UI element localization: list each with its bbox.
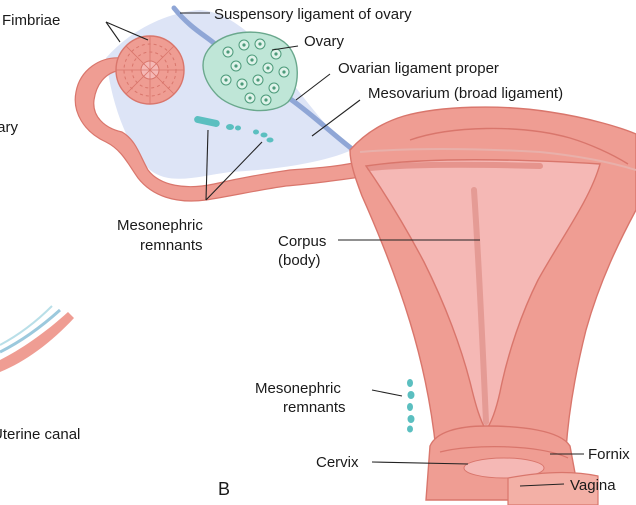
label-fornix: Fornix	[588, 446, 630, 463]
uterus	[350, 107, 636, 450]
label-ovary-left: Ovary	[0, 119, 19, 136]
label-mesonephric-upper-1: Mesonephric	[117, 217, 203, 234]
label-suspensory-ligament: Suspensory ligament of ovary	[214, 6, 412, 23]
label-fimbriae: Fimbriae	[2, 12, 60, 29]
panel-label: B	[218, 479, 230, 499]
label-cervix: Cervix	[316, 454, 359, 471]
left-partial-structure	[0, 306, 74, 372]
label-mesonephric-upper-2: remnants	[140, 237, 203, 254]
fimbriae	[116, 36, 184, 104]
label-corpus: Corpus	[278, 233, 326, 250]
label-mesonephric-lower-2: remnants	[283, 399, 346, 416]
label-mesonephric-lower-1: Mesonephric	[255, 380, 341, 397]
label-ovary: Ovary	[304, 33, 345, 50]
label-uterine-canal: Uterine canal	[0, 426, 80, 443]
label-vagina: Vagina	[570, 477, 616, 494]
label-mesovarium: Mesovarium (broad ligament)	[368, 85, 563, 102]
mesonephric-remnants-lower	[407, 379, 415, 433]
label-corpus-body: (body)	[278, 252, 321, 269]
label-ovarian-ligament: Ovarian ligament proper	[338, 60, 499, 77]
